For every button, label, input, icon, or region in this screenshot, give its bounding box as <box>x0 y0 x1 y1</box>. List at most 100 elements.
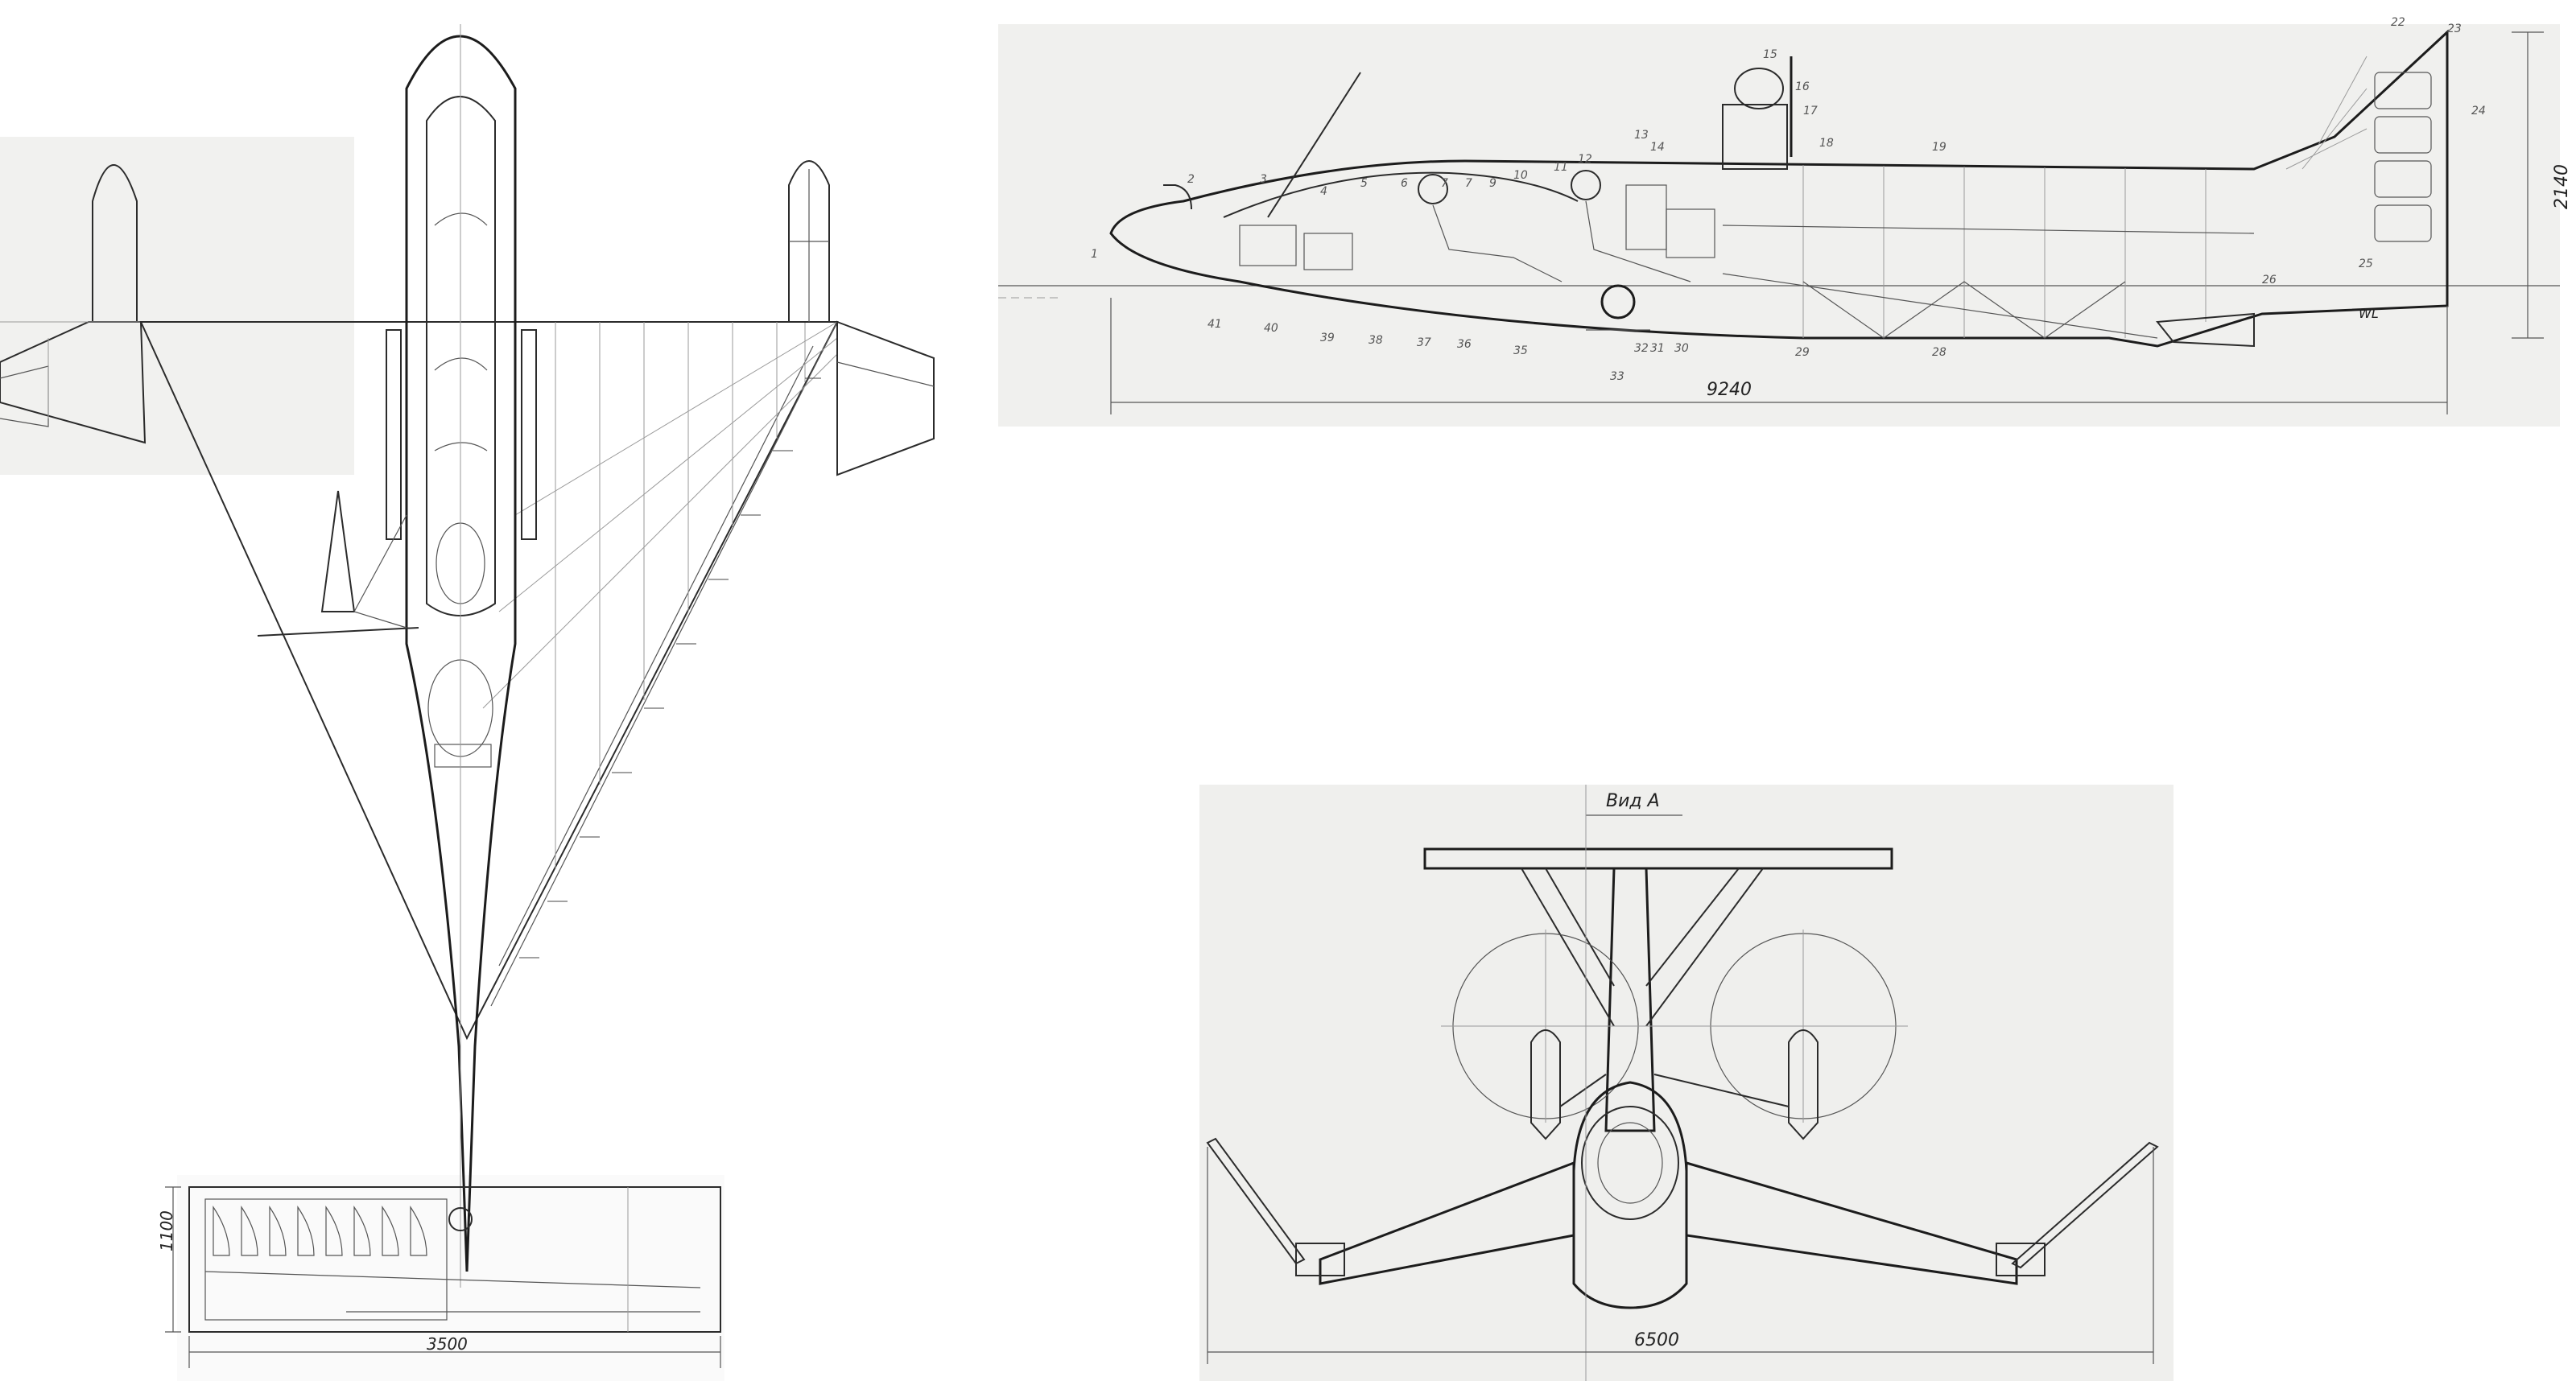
fuselage-frames <box>1802 165 2207 338</box>
callout-16: 16 <box>1795 80 1810 93</box>
wing-ribs <box>482 321 838 869</box>
callout-3: 3 <box>1260 173 1267 186</box>
tail-hub <box>448 1207 473 1231</box>
callout-28: 28 <box>1932 346 1946 359</box>
callout-2: 2 <box>1187 173 1195 186</box>
top-view-drawing: 3500 1100 <box>0 0 966 1381</box>
front-view-title: Вид А <box>1606 791 1660 811</box>
right-tip-float <box>1996 1243 2046 1276</box>
callout-12: 12 <box>1578 153 1592 166</box>
front-tailplane <box>1423 847 1893 870</box>
callout-18: 18 <box>1819 137 1834 150</box>
canopy-line <box>1223 171 1579 218</box>
callout-35: 35 <box>1513 344 1528 357</box>
wing-trailing-edge-inner <box>490 321 838 1007</box>
pitot-probe <box>1163 184 1192 210</box>
right-engine-nacelle <box>836 320 935 476</box>
waterline-label: WL <box>2359 306 2379 321</box>
cockpit-canopy <box>426 96 496 616</box>
callout-25: 25 <box>2359 258 2373 270</box>
pilot-head-rear <box>1571 170 1601 200</box>
callout-7: 7 <box>1441 177 1448 190</box>
callout-32: 32 <box>1634 342 1649 355</box>
callout-10: 10 <box>1513 169 1528 182</box>
callout-31: 31 <box>1650 342 1665 355</box>
callout-40: 40 <box>1264 322 1278 335</box>
callout-26: 26 <box>2262 274 2277 287</box>
left-upper-strut <box>1521 868 1615 1027</box>
callout-9: 9 <box>1489 177 1496 190</box>
side-length-dimension: 9240 <box>1707 380 1752 400</box>
front-fuselage <box>1572 1081 1688 1309</box>
front-view-drawing: Вид А 6500 <box>1199 785 2174 1381</box>
callout-1: 1 <box>1091 248 1098 261</box>
elevator-panel <box>204 1198 448 1321</box>
right-strut-panel <box>521 329 537 540</box>
pilot-head-front <box>1418 174 1448 204</box>
left-fin-outline <box>92 164 138 323</box>
left-nacelle <box>0 365 49 427</box>
delta-wing-outline <box>139 321 839 1041</box>
callout-36: 36 <box>1457 338 1472 351</box>
left-tip-float <box>1295 1243 1345 1276</box>
front-fin <box>1604 867 1656 1132</box>
landing-wheel <box>1600 284 1636 319</box>
fuselage-outline <box>405 35 517 1272</box>
pilot-body-rear <box>1585 200 1691 282</box>
callout-8: 7 <box>1465 177 1472 190</box>
top-tail-dimension: 1100 <box>157 1210 176 1251</box>
left-prop-spinner <box>320 490 356 612</box>
tailplane-outline <box>188 1186 721 1333</box>
top-view-sheet-lower <box>177 1175 724 1381</box>
right-wing-front <box>1685 1160 2018 1285</box>
tail-float <box>2156 312 2255 348</box>
engine-cowl <box>1734 68 1784 109</box>
left-wingtip-fin <box>1206 1137 1306 1265</box>
fuselage-side-outline <box>1109 29 2449 348</box>
elevator-cells <box>213 1206 427 1256</box>
fuselage-stringers <box>1722 225 2255 339</box>
callout-17: 17 <box>1803 105 1818 117</box>
elevon-hatching <box>519 377 821 958</box>
front-view-svg <box>1206 785 2159 1381</box>
fuselage-hatch <box>434 744 492 768</box>
lower-truss <box>1802 281 2126 339</box>
callout-4: 4 <box>1320 185 1327 198</box>
front-nose-ring <box>1581 1106 1679 1220</box>
callout-30: 30 <box>1674 342 1689 355</box>
callout-33: 33 <box>1610 370 1624 383</box>
right-wingtip-fin <box>2011 1141 2159 1269</box>
left-tailplane-outline <box>0 321 147 444</box>
side-height-dimension: 2140 <box>2552 164 2572 209</box>
callout-23: 23 <box>2447 23 2462 35</box>
callout-5: 5 <box>1360 177 1368 190</box>
side-view-drawing: 9240 2140 WL 1 2 3 4 5 6 7 7 9 10 11 12 … <box>998 16 2576 435</box>
callout-15: 15 <box>1763 48 1777 61</box>
callout-11: 11 <box>1554 161 1568 174</box>
callout-29: 29 <box>1795 346 1810 359</box>
left-wing-front <box>1319 1160 1575 1285</box>
callout-24: 24 <box>2471 105 2486 117</box>
callout-37: 37 <box>1417 336 1431 349</box>
fin-cells <box>2285 56 2432 242</box>
callout-13: 13 <box>1634 129 1649 142</box>
right-fin-outline <box>788 160 830 323</box>
engine-block <box>1722 104 1788 170</box>
front-span-dimension: 6500 <box>1634 1330 1679 1350</box>
antenna-mast <box>1267 72 1361 218</box>
callout-19: 19 <box>1932 141 1946 154</box>
side-view-svg <box>998 29 2560 414</box>
top-view-svg <box>0 24 935 1368</box>
callout-22: 22 <box>2391 16 2405 29</box>
top-span-dimension: 3500 <box>427 1334 468 1354</box>
wing-hinge-line <box>498 345 814 967</box>
left-strut-panel <box>386 329 402 540</box>
left-prop-blade <box>257 627 419 637</box>
callout-41: 41 <box>1208 318 1222 331</box>
callout-6: 6 <box>1401 177 1408 190</box>
callout-38: 38 <box>1368 334 1383 347</box>
callout-39: 39 <box>1320 332 1335 344</box>
right-engine-pod <box>1788 1029 1818 1140</box>
right-upper-strut <box>1645 868 1764 1027</box>
left-engine-pod <box>1530 1029 1561 1140</box>
